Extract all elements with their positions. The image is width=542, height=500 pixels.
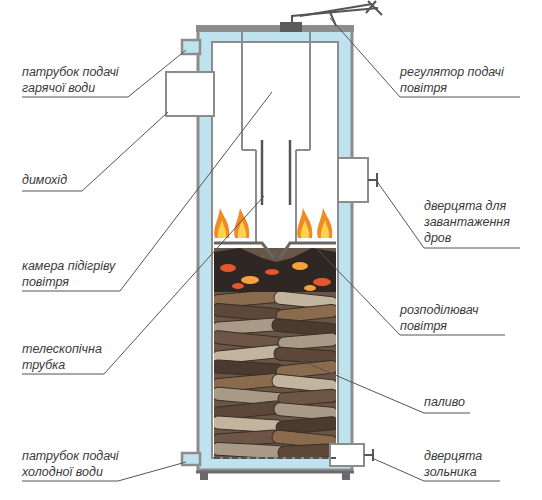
air-inlet: [280, 22, 302, 32]
part-label: регулятор подачі повітря: [400, 64, 520, 96]
hot-water-pipe: [182, 40, 200, 54]
cold-water-pipe: [182, 453, 200, 465]
base: [196, 471, 354, 474]
part-label: патрубок подачі гарячої води: [22, 64, 134, 96]
water-jacket: [198, 30, 352, 470]
grate: [214, 457, 336, 459]
flames: [214, 208, 332, 238]
door-handle: [364, 449, 374, 461]
air-distributor: [214, 243, 336, 258]
part-label: розподілювач повітря: [400, 302, 500, 334]
part-label: димохід: [22, 172, 142, 188]
part-label: дверцята зольника: [424, 448, 504, 480]
part-label: патрубок подачі холодної води: [22, 448, 134, 480]
leader-lines: [22, 18, 520, 481]
ash-door: [330, 444, 364, 466]
fuel-logs: [214, 248, 336, 457]
leg: [342, 472, 350, 480]
part-label: телескопічна трубка: [22, 341, 122, 373]
telescopic-tube: [262, 140, 290, 205]
air-chamber: [242, 32, 310, 243]
load-door: [338, 158, 368, 202]
part-label: камера підігріву повітря: [22, 258, 142, 290]
chimney: [166, 72, 214, 116]
firebox: [212, 42, 338, 458]
part-label: дверцята для завантаження дров: [424, 198, 524, 246]
leg: [200, 472, 208, 480]
air-regulator: [292, 1, 382, 26]
top-cap: [196, 25, 354, 32]
part-label: паливо: [424, 394, 524, 410]
